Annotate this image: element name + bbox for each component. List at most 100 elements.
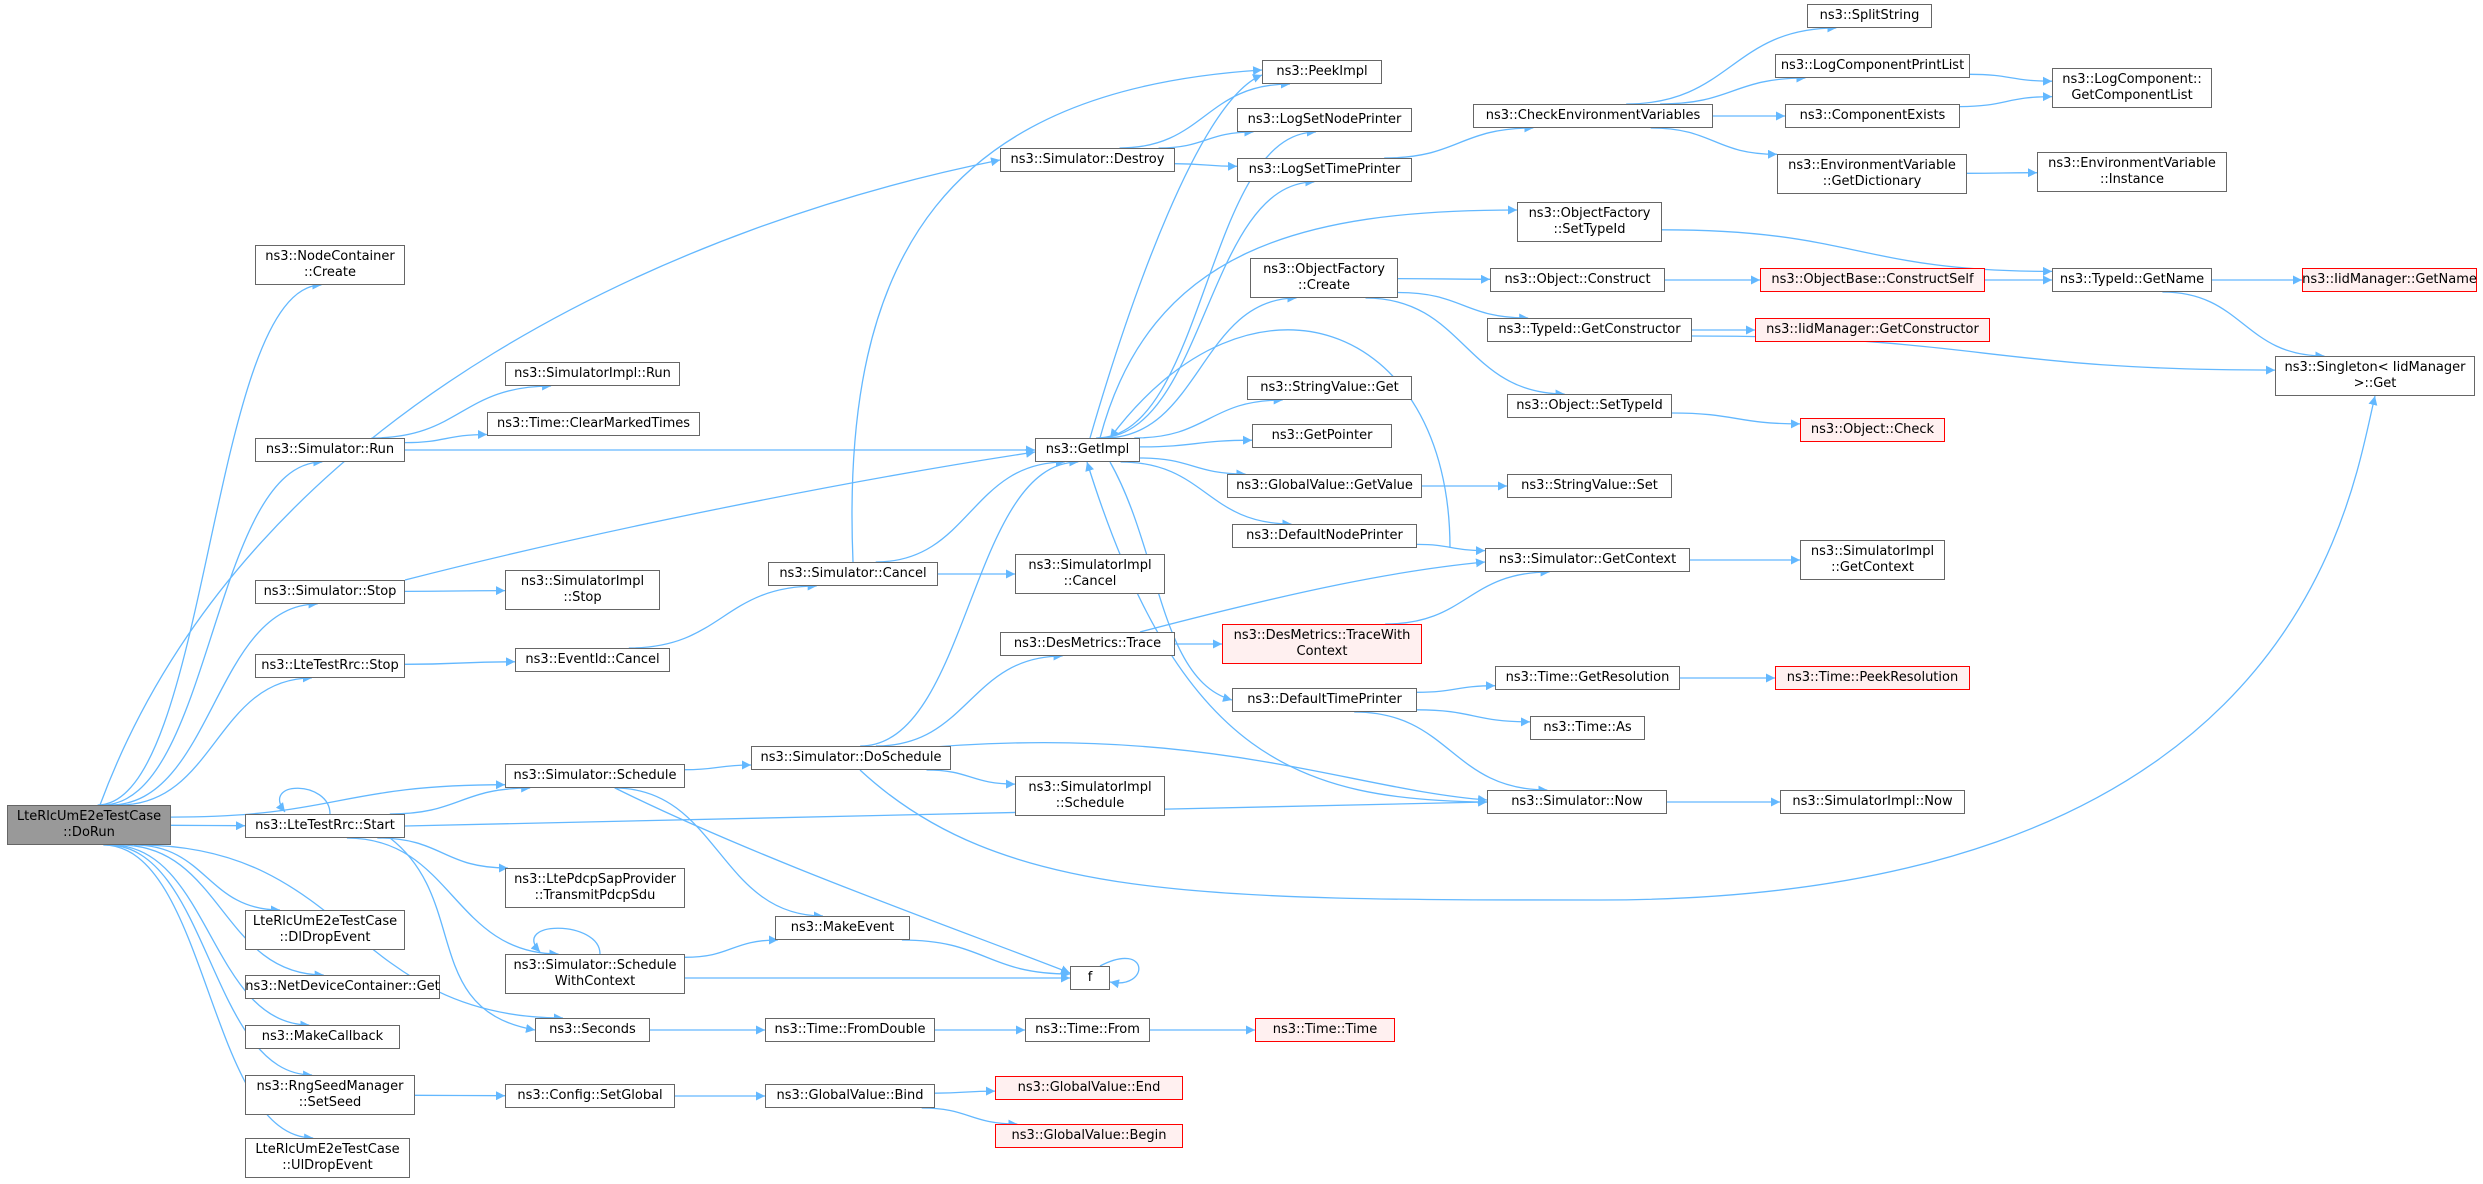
call-edge-sim_cancel-to-peekimpl <box>851 66 1263 563</box>
call-edge-globalvalue_bind-to-globalvalue_end <box>934 1086 996 1096</box>
node-simimpl-schedule[interactable]: ns3::SimulatorImpl ::Schedule <box>1015 776 1165 816</box>
node-ltepdcp-transmit[interactable]: ns3::LtePdcpSapProvider ::TransmitPdcpSd… <box>505 868 685 908</box>
node-sim-getcontext[interactable]: ns3::Simulator::GetContext <box>1485 548 1690 572</box>
node-sim-schedule[interactable]: ns3::Simulator::Schedule <box>505 764 685 788</box>
call-edge-ltetestrrc_start-to-sim_schedulewithcontext <box>346 837 559 959</box>
node-globalvalue-begin[interactable]: ns3::GlobalValue::Begin <box>995 1124 1183 1148</box>
node-time-peekresolution[interactable]: ns3::Time::PeekResolution <box>1775 666 1970 690</box>
call-edge-sim_schedule-to-sim_doschedule <box>684 760 752 771</box>
node-f[interactable]: f <box>1070 966 1110 990</box>
node-nodecontainer-create[interactable]: ns3::NodeContainer ::Create <box>255 245 405 285</box>
node-object-settypeid[interactable]: ns3::Object::SetTypeId <box>1507 394 1672 418</box>
node-getimpl[interactable]: ns3::GetImpl <box>1035 438 1140 462</box>
node-componentexists[interactable]: ns3::ComponentExists <box>1785 104 1960 128</box>
node-simimpl-getcontext[interactable]: ns3::SimulatorImpl ::GetContext <box>1800 540 1945 580</box>
node-time-fromdouble[interactable]: ns3::Time::FromDouble <box>765 1018 935 1042</box>
call-edge-desmetrics_trace-to-sim_getcontext <box>1139 558 1486 633</box>
node-typeid-getname[interactable]: ns3::TypeId::GetName <box>2052 268 2212 292</box>
node-netdevicecontainer-get[interactable]: ns3::NetDeviceContainer::Get <box>245 975 440 999</box>
node-config-setglobal[interactable]: ns3::Config::SetGlobal <box>505 1084 675 1108</box>
node-sim-stop[interactable]: ns3::Simulator::Stop <box>255 580 405 604</box>
node-makecallback[interactable]: ns3::MakeCallback <box>245 1025 400 1049</box>
call-edge-defaulttimeprinter-to-sim_now <box>1354 711 1548 795</box>
node-logsettimeprinter[interactable]: ns3::LogSetTimePrinter <box>1237 158 1412 182</box>
call-edge-root-to-uldropevent <box>103 844 314 1143</box>
node-sim-schedulewithcontext[interactable]: ns3::Simulator::Schedule WithContext <box>505 954 685 994</box>
node-iidmanager-getconstructor[interactable]: ns3::IidManager::GetConstructor <box>1755 318 1990 342</box>
call-edge-makeevent-to-f <box>901 939 1071 979</box>
node-stringvalue-get[interactable]: ns3::StringValue::Get <box>1247 376 1412 400</box>
node-peekimpl[interactable]: ns3::PeekImpl <box>1262 60 1382 84</box>
node-globalvalue-bind[interactable]: ns3::GlobalValue::Bind <box>765 1084 935 1108</box>
node-logcomponentprintlist[interactable]: ns3::LogComponentPrintList <box>1775 54 1970 78</box>
call-edge-sim_schedule-to-makeevent <box>614 787 824 921</box>
node-seconds[interactable]: ns3::Seconds <box>535 1018 650 1042</box>
call-edge-sim_schedulewithcontext-to-makeevent <box>684 935 778 958</box>
node-ltetestrrc-start[interactable]: ns3::LteTestRrc::Start <box>245 814 405 838</box>
call-edge-root-to-ltetestrrc_stop <box>119 673 312 806</box>
node-sim-doschedule[interactable]: ns3::Simulator::DoSchedule <box>751 746 951 770</box>
node-time-from[interactable]: ns3::Time::From <box>1025 1018 1150 1042</box>
call-edge-ltetestrrc_start-to-seconds <box>389 837 536 1033</box>
node-objectfactory-create[interactable]: ns3::ObjectFactory ::Create <box>1250 258 1398 298</box>
node-root: LteRlcUmE2eTestCase ::DoRun <box>7 805 171 845</box>
node-desmetrics-tracewithcontext[interactable]: ns3::DesMetrics::TraceWith Context <box>1222 624 1422 664</box>
node-globalvalue-getvalue[interactable]: ns3::GlobalValue::GetValue <box>1227 474 1422 498</box>
node-ltetestrrc-stop[interactable]: ns3::LteTestRrc::Stop <box>255 654 405 678</box>
node-simimpl-run[interactable]: ns3::SimulatorImpl::Run <box>505 362 680 386</box>
call-edge-ltetestrrc_start-to-ltepdcp_transmit <box>377 837 508 873</box>
call-edge-root-to-rngseed_setseed <box>106 844 313 1080</box>
node-typeid-getconstructor[interactable]: ns3::TypeId::GetConstructor <box>1487 318 1692 342</box>
node-eventid-cancel[interactable]: ns3::EventId::Cancel <box>515 648 670 672</box>
node-iidmanager-getname[interactable]: ns3::IidManager::GetName <box>2302 268 2477 292</box>
call-edge-sim_doschedule-to-sim_now <box>899 741 1488 804</box>
node-object-check[interactable]: ns3::Object::Check <box>1800 418 1945 442</box>
node-objectfactory-settypeid[interactable]: ns3::ObjectFactory ::SetTypeId <box>1517 202 1662 242</box>
call-edge-root-to-sim_schedule <box>170 780 506 818</box>
node-envvar-getdictionary[interactable]: ns3::EnvironmentVariable ::GetDictionary <box>1777 154 1967 194</box>
node-rngseed-setseed[interactable]: ns3::RngSeedManager ::SetSeed <box>245 1075 415 1115</box>
node-time-as[interactable]: ns3::Time::As <box>1530 716 1645 740</box>
node-envvar-instance[interactable]: ns3::EnvironmentVariable ::Instance <box>2037 152 2227 192</box>
node-sim-now[interactable]: ns3::Simulator::Now <box>1487 790 1667 814</box>
call-edge-sim_run-to-simimpl_run <box>371 381 552 439</box>
node-splitstring[interactable]: ns3::SplitString <box>1807 4 1932 28</box>
call-edge-sim_destroy-to-peekimpl <box>1119 79 1291 149</box>
call-edge-getimpl-to-getpointer <box>1139 435 1253 448</box>
node-sim-destroy[interactable]: ns3::Simulator::Destroy <box>1000 148 1175 172</box>
node-defaulttimeprinter[interactable]: ns3::DefaultTimePrinter <box>1232 688 1417 712</box>
node-defaultnodeprinter[interactable]: ns3::DefaultNodePrinter <box>1232 524 1417 548</box>
node-time-clearmarked[interactable]: ns3::Time::ClearMarkedTimes <box>487 412 700 436</box>
node-simimpl-now[interactable]: ns3::SimulatorImpl::Now <box>1780 790 1965 814</box>
node-object-construct[interactable]: ns3::Object::Construct <box>1490 268 1665 292</box>
node-logsetnodeprinter[interactable]: ns3::LogSetNodePrinter <box>1237 108 1412 132</box>
node-getpointer[interactable]: ns3::GetPointer <box>1252 424 1392 448</box>
node-checkenvvars[interactable]: ns3::CheckEnvironmentVariables <box>1473 104 1713 128</box>
node-makeevent[interactable]: ns3::MakeEvent <box>775 916 910 940</box>
call-edge-objectfactory_create-to-object_settypeid <box>1365 297 1565 399</box>
call-edge-defaulttimeprinter-to-time_as <box>1416 709 1531 727</box>
node-sim-run[interactable]: ns3::Simulator::Run <box>255 438 405 462</box>
call-edge-root-to-dldropevent <box>133 844 281 915</box>
node-uldropevent[interactable]: LteRlcUmE2eTestCase ::UlDropEvent <box>245 1138 410 1178</box>
call-edge-f-to-f <box>1099 957 1140 989</box>
call-edge-getimpl-to-peekimpl <box>1089 74 1263 439</box>
node-logcomponent-getlist[interactable]: ns3::LogComponent:: GetComponentList <box>2052 68 2212 108</box>
node-time-getresolution[interactable]: ns3::Time::GetResolution <box>1495 666 1680 690</box>
call-edge-root-to-sim_run <box>101 457 323 806</box>
call-edge-sim_doschedule-to-desmetrics_trace <box>875 651 1063 747</box>
node-simimpl-stop[interactable]: ns3::SimulatorImpl ::Stop <box>505 570 660 610</box>
node-singleton-get[interactable]: ns3::Singleton< IidManager >::Get <box>2275 356 2475 396</box>
node-objectbase-constructself[interactable]: ns3::ObjectBase::ConstructSelf <box>1760 268 1985 292</box>
node-time-time[interactable]: ns3::Time::Time <box>1255 1018 1395 1042</box>
node-sim-cancel[interactable]: ns3::Simulator::Cancel <box>768 562 938 586</box>
node-simimpl-cancel[interactable]: ns3::SimulatorImpl ::Cancel <box>1015 554 1165 594</box>
node-globalvalue-end[interactable]: ns3::GlobalValue::End <box>995 1076 1183 1100</box>
node-desmetrics-trace[interactable]: ns3::DesMetrics::Trace <box>1000 632 1175 656</box>
call-edge-objectfactory_create-to-object_construct <box>1397 274 1491 284</box>
node-dldropevent[interactable]: LteRlcUmE2eTestCase ::DlDropEvent <box>245 910 405 950</box>
node-stringvalue-set[interactable]: ns3::StringValue::Set <box>1507 474 1672 498</box>
call-edge-getimpl-to-defaultnodeprinter <box>1120 461 1292 529</box>
call-edge-sim_getcontext-to-getimpl <box>1109 329 1451 549</box>
call-edge-sim_doschedule-to-singleton_get <box>859 395 2378 901</box>
